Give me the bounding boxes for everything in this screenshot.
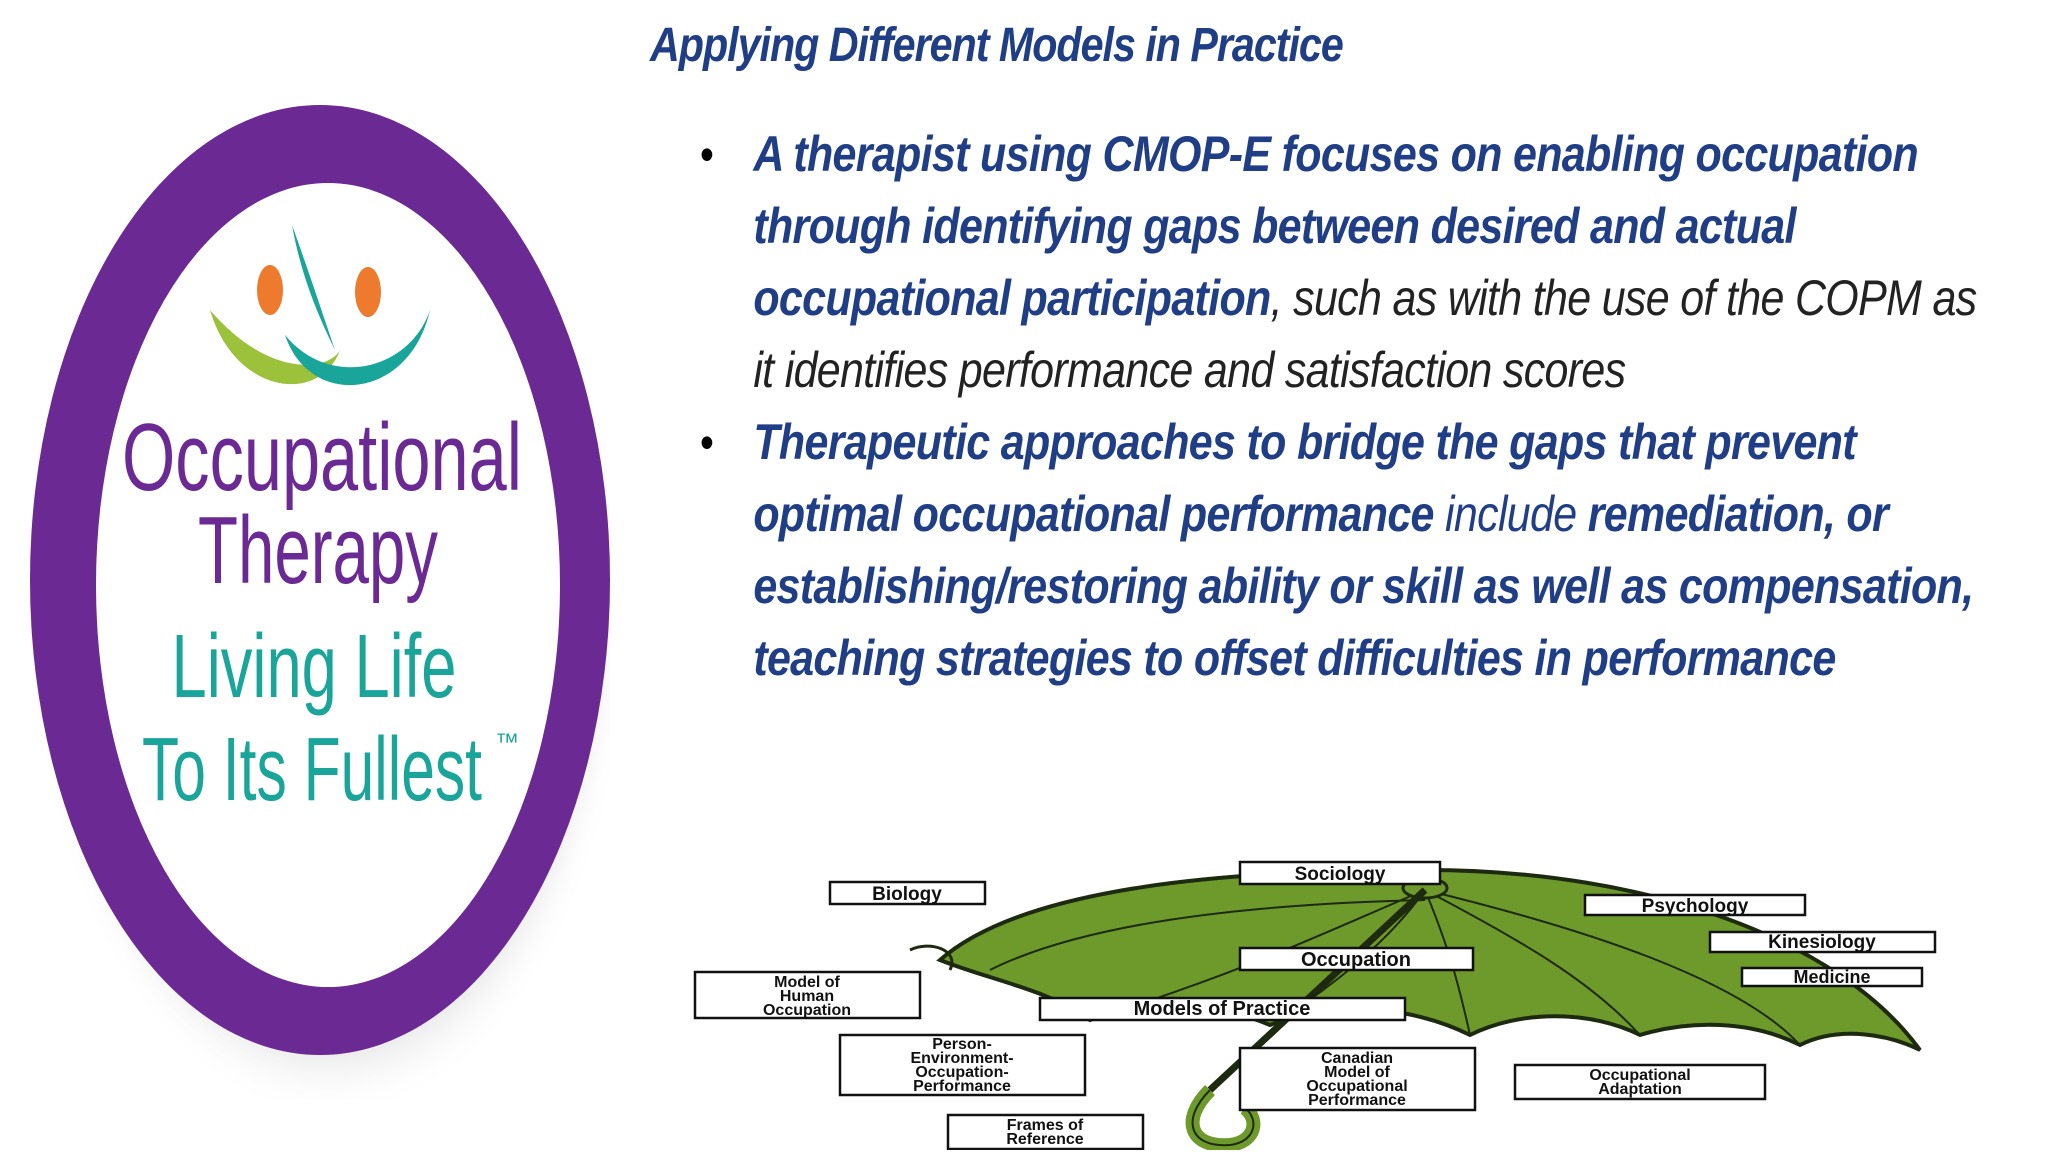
ot-logo-graphic: Occupational Therapy Living Life To Its …: [30, 105, 610, 1100]
svg-text:Occupation: Occupation: [763, 1002, 851, 1019]
label-occupational-adaptation: Occupational Adaptation: [1513, 1063, 1767, 1101]
bullet-list: A therapist using CMOP-E focuses on enab…: [700, 118, 2007, 694]
label-psychology: Psychology: [1583, 893, 1807, 917]
bullet-1-normal: , such as with the use of the COPM as it…: [753, 270, 1977, 398]
bullet-2-bold-1: Therapeutic approaches to bridge the gap…: [753, 414, 1856, 542]
svg-text:Kinesiology: Kinesiology: [1768, 932, 1876, 953]
trademark-symbol: ™: [495, 729, 519, 756]
ot-logo: Occupational Therapy Living Life To Its …: [30, 60, 610, 1100]
label-frames-of-reference: Frames of Reference: [946, 1113, 1145, 1150]
label-peop: Person- Environment- Occupation- Perform…: [838, 1033, 1087, 1097]
slide-title: Applying Different Models in Practice: [650, 19, 1344, 72]
bullet-item: A therapist using CMOP-E focuses on enab…: [700, 118, 2007, 406]
svg-text:Sociology: Sociology: [1295, 864, 1386, 885]
svg-text:Occupation-: Occupation-: [915, 1064, 1008, 1081]
label-medicine: Medicine: [1740, 966, 1924, 988]
svg-text:Canadian: Canadian: [1321, 1050, 1393, 1067]
umbrella-diagram: Sociology Biology Psychology Kinesiology…: [690, 850, 1950, 1150]
svg-text:Medicine: Medicine: [1793, 967, 1870, 987]
svg-text:Occupational: Occupational: [1306, 1078, 1407, 1095]
label-moho: Model of Human Occupation: [693, 970, 922, 1020]
logo-line-fullest: To Its Fullest: [142, 720, 482, 820]
svg-text:Adaptation: Adaptation: [1598, 1081, 1682, 1098]
svg-text:Psychology: Psychology: [1642, 896, 1749, 917]
logo-inner: [96, 183, 560, 987]
logo-line-living-life: Living Life: [172, 617, 457, 717]
bullet-1-bold: A therapist using CMOP-E focuses on enab…: [753, 126, 1919, 326]
umbrella-graphic: Sociology Biology Psychology Kinesiology…: [693, 860, 1937, 1150]
logo-line-therapy: Therapy: [198, 497, 438, 604]
people-icon: [210, 225, 430, 386]
svg-text:Frames of: Frames of: [1007, 1117, 1084, 1134]
bullet-item: Therapeutic approaches to bridge the gap…: [700, 406, 2007, 694]
svg-text:Human: Human: [780, 988, 834, 1005]
svg-text:Performance: Performance: [1308, 1092, 1406, 1109]
svg-text:Models of Practice: Models of Practice: [1134, 998, 1311, 1020]
svg-text:Performance: Performance: [913, 1078, 1011, 1095]
svg-text:Reference: Reference: [1006, 1131, 1083, 1148]
label-sociology: Sociology: [1238, 860, 1442, 886]
label-kinesiology: Kinesiology: [1708, 930, 1937, 954]
logo-line-occupational: Occupational: [122, 404, 522, 511]
svg-text:Person-: Person-: [932, 1036, 992, 1053]
label-cmop: Canadian Model of Occupational Performan…: [1238, 1046, 1477, 1112]
label-occupation: Occupation: [1238, 946, 1475, 972]
svg-text:Environment-: Environment-: [910, 1050, 1013, 1067]
svg-text:Occupational: Occupational: [1589, 1067, 1690, 1084]
svg-text:Model of: Model of: [774, 974, 840, 991]
bullet-2-normal: include: [1433, 486, 1588, 542]
label-models-of-practice: Models of Practice: [1038, 996, 1407, 1022]
label-biology: Biology: [828, 880, 987, 906]
svg-text:Model of: Model of: [1324, 1064, 1390, 1081]
svg-text:Biology: Biology: [872, 884, 942, 905]
svg-text:Occupation: Occupation: [1301, 949, 1411, 971]
bullet-2-bold-2: remediation, or establishing/restoring a…: [753, 486, 1974, 686]
